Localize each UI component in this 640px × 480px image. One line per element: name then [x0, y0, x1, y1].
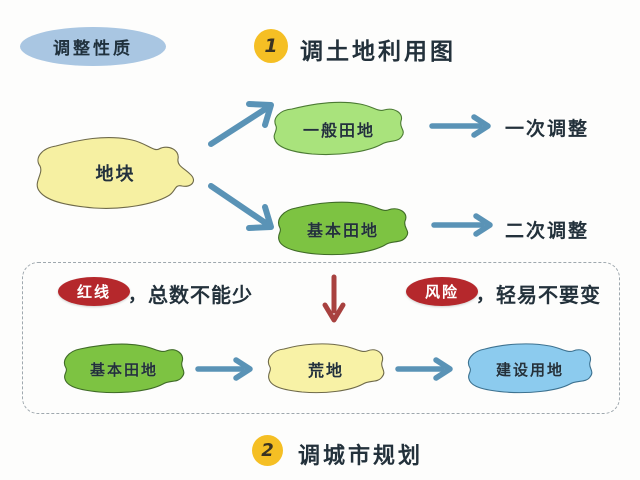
blob-general-farmland-shape: [273, 101, 404, 156]
blob-construction-land-shape: [467, 343, 593, 394]
section-2-number-circle: 2: [252, 435, 283, 466]
note-redline-text: 总数不能少: [148, 283, 253, 307]
result-first-adjustment: 一次调整: [505, 118, 590, 140]
blob-basic-farmland-bottom: 基本田地: [58, 340, 190, 398]
section-1-number: 1: [264, 35, 278, 57]
blob-wasteland: 荒地: [262, 340, 390, 398]
note-risk-text: 轻易不要变: [496, 283, 601, 307]
note-redline-separator: ，: [128, 285, 147, 306]
note-risk-separator: ，: [476, 285, 495, 306]
note-badge-redline-label: 红线: [76, 283, 111, 301]
blob-basic-farmland-top: 基本田地: [272, 198, 414, 260]
blob-source-parcel-shape: [36, 137, 194, 209]
arrow-basic-to-wasteland: [195, 357, 253, 381]
arrow-wasteland-to-construction: [395, 357, 453, 381]
blob-general-farmland: 一般田地: [268, 98, 410, 160]
category-badge: 调整性质: [20, 27, 166, 66]
note-badge-risk: 风险: [406, 277, 478, 306]
note-badge-risk-label: 风险: [424, 283, 459, 301]
note-badge-redline: 红线: [58, 277, 130, 306]
arrow-general-to-result: [429, 114, 491, 138]
section-2-number: 2: [261, 440, 274, 461]
result-second-adjustment: 二次调整: [505, 220, 590, 242]
blob-basic-farmland-top-shape: [278, 201, 409, 256]
arrow-source-to-general: [208, 101, 274, 147]
category-badge-label: 调整性质: [53, 39, 133, 59]
blob-construction-land: 建设用地: [462, 340, 598, 398]
blob-basic-farmland-bottom-shape: [63, 343, 185, 394]
adjustment-rules-box: [22, 262, 620, 414]
arrow-basic-to-result: [431, 213, 493, 237]
section-2-title: 调城市规划: [298, 444, 424, 469]
blob-source-parcel: 地块: [28, 128, 203, 218]
section-1-number-circle: 1: [254, 29, 288, 63]
arrow-source-to-basic: [208, 183, 274, 231]
blob-wasteland-shape: [267, 343, 385, 394]
arrow-down-red: [322, 274, 346, 323]
section-1-title: 调土地利用图: [300, 39, 456, 65]
